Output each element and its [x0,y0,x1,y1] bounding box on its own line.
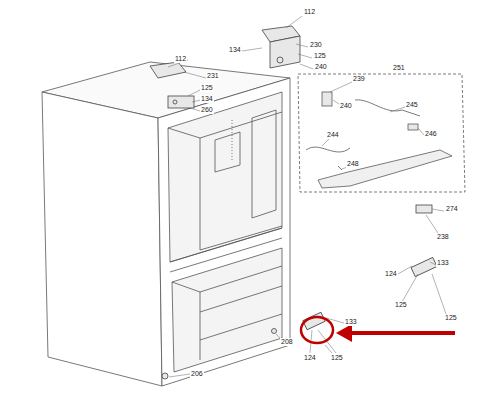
hinges [150,26,437,379]
callout-number: 239 [352,75,366,83]
callout-number: 245 [405,101,419,109]
cabinet-front [158,78,290,386]
callout-number: 125 [330,354,344,362]
liner-edge [200,112,282,138]
highlight-circle [301,317,333,343]
callout-number: 230 [309,41,323,49]
callout-number: 112 [174,55,187,63]
arrow-shaft [348,331,455,335]
leader-lines [168,16,446,377]
liner-edge [168,128,200,250]
liner-duct [252,110,276,218]
hinge-block [270,36,300,68]
callout-number: 251 [392,64,406,72]
callout-number: 260 [200,106,214,114]
liner-edge [172,282,200,360]
harness [355,100,420,116]
callout-number: 134 [228,46,242,54]
rail [200,314,282,340]
arrow-head [336,324,352,342]
rail [200,286,282,312]
callout-number: 133 [436,259,450,267]
leveler [272,329,277,334]
vent [232,120,233,160]
dashed-group [298,74,465,192]
fresh-food-opening [168,92,282,262]
callout-number: 274 [445,205,459,213]
bracket [416,205,432,213]
harness [306,147,350,152]
parts-group [298,74,465,192]
callout-number: 206 [190,370,204,378]
cabinet-side [42,92,162,386]
lower-hinge [411,257,437,276]
liner-edge [200,226,282,250]
callout-number: 240 [314,63,328,71]
hinge-bracket [168,96,194,108]
callout-number: 112 [303,8,316,16]
cabinet [42,62,290,386]
callout-number: 124 [303,354,317,362]
freezer-opening [172,248,282,372]
callout-number: 125 [200,84,214,92]
callout-number: 125 [444,314,458,322]
callout-number: 133 [344,318,358,326]
callout-number: 134 [200,95,214,103]
cover [318,150,452,188]
roller [162,373,168,379]
screw [338,166,342,170]
pointer-arrow [336,324,455,342]
callout-number: 244 [326,131,340,139]
screw [173,100,177,104]
callout-number: 125 [394,301,408,309]
callout-number: 231 [206,72,220,80]
left-hinge [150,62,186,78]
sensor [322,92,332,106]
callout-number: 208 [280,338,294,346]
callout-number: 246 [424,130,438,138]
clip [408,124,418,130]
callout-number: 238 [436,233,450,241]
callout-number: 240 [339,102,353,110]
screw [277,57,283,63]
liner-panel [215,132,240,172]
callout-number: 248 [346,160,360,168]
liner-edge [200,266,282,292]
callout-number: 124 [384,270,398,278]
callout-number: 125 [313,52,327,60]
